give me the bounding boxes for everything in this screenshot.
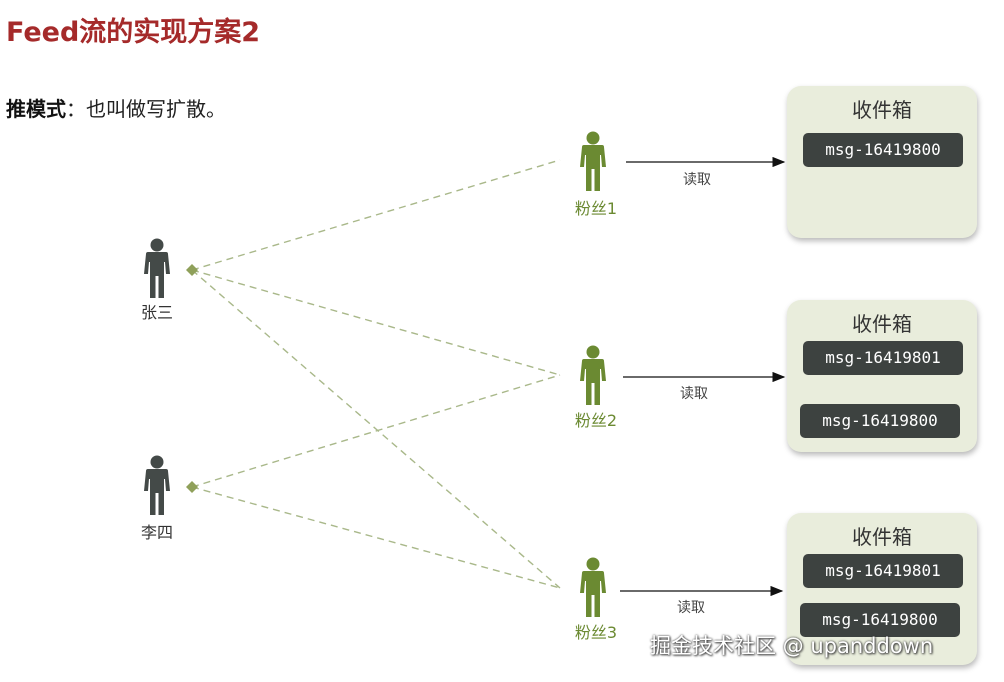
fanout-lines (191, 159, 561, 589)
read-label-1: 读取 (683, 171, 711, 188)
page-title: Feed流的实现方案2 (6, 17, 261, 48)
watermark: 掘金技术社区 @ upanddown (650, 634, 934, 658)
fanout-line-zhangsan-fan2 (191, 269, 561, 376)
fan1-icon (580, 131, 606, 191)
inbox-2: 收件箱 msg-16419801 msg-16419800 (787, 300, 977, 452)
fan3-label: 粉丝3 (575, 623, 617, 642)
inbox-2-msg-1: msg-16419801 (803, 341, 963, 375)
inbox-3-title: 收件箱 (852, 525, 912, 549)
fanout-line-zhangsan-fan1 (191, 159, 561, 271)
inbox-1: 收件箱 msg-16419800 (787, 86, 977, 238)
subtitle: 推模式：也叫做写扩散。 (6, 94, 226, 124)
inbox-3-msg-2: msg-16419800 (800, 603, 960, 637)
inbox-2-title: 收件箱 (852, 312, 912, 336)
fan1-label: 粉丝1 (575, 199, 617, 218)
subtitle-bold: 推模式 (6, 97, 66, 121)
inbox-1-title: 收件箱 (852, 98, 912, 122)
inbox-3-msg-1: msg-16419801 (803, 554, 963, 588)
fanout-line-lisi-fan3 (191, 486, 561, 589)
inbox-2-msg-2: msg-16419800 (800, 404, 960, 438)
line-start-diamond-lisi (186, 481, 198, 493)
read-label-3: 读取 (677, 599, 705, 616)
author-zhangsan-icon (144, 238, 170, 298)
line-start-diamond-zhangsan (186, 264, 198, 276)
inbox-3: 收件箱 msg-16419801 msg-16419800 (787, 513, 977, 665)
fanout-line-lisi-fan2 (191, 374, 561, 488)
subtitle-text: ：也叫做写扩散。 (66, 97, 226, 121)
fan2-icon (580, 345, 606, 405)
read-label-2: 读取 (680, 385, 708, 402)
inbox-1-msg-1: msg-16419800 (803, 133, 963, 167)
author-lisi-icon (144, 455, 170, 515)
fanout-line-zhangsan-fan3 (191, 269, 561, 589)
fan3-icon (580, 557, 606, 617)
author-lisi-label: 李四 (141, 523, 173, 542)
fan2-label: 粉丝2 (575, 411, 617, 430)
author-zhangsan-label: 张三 (141, 303, 173, 322)
